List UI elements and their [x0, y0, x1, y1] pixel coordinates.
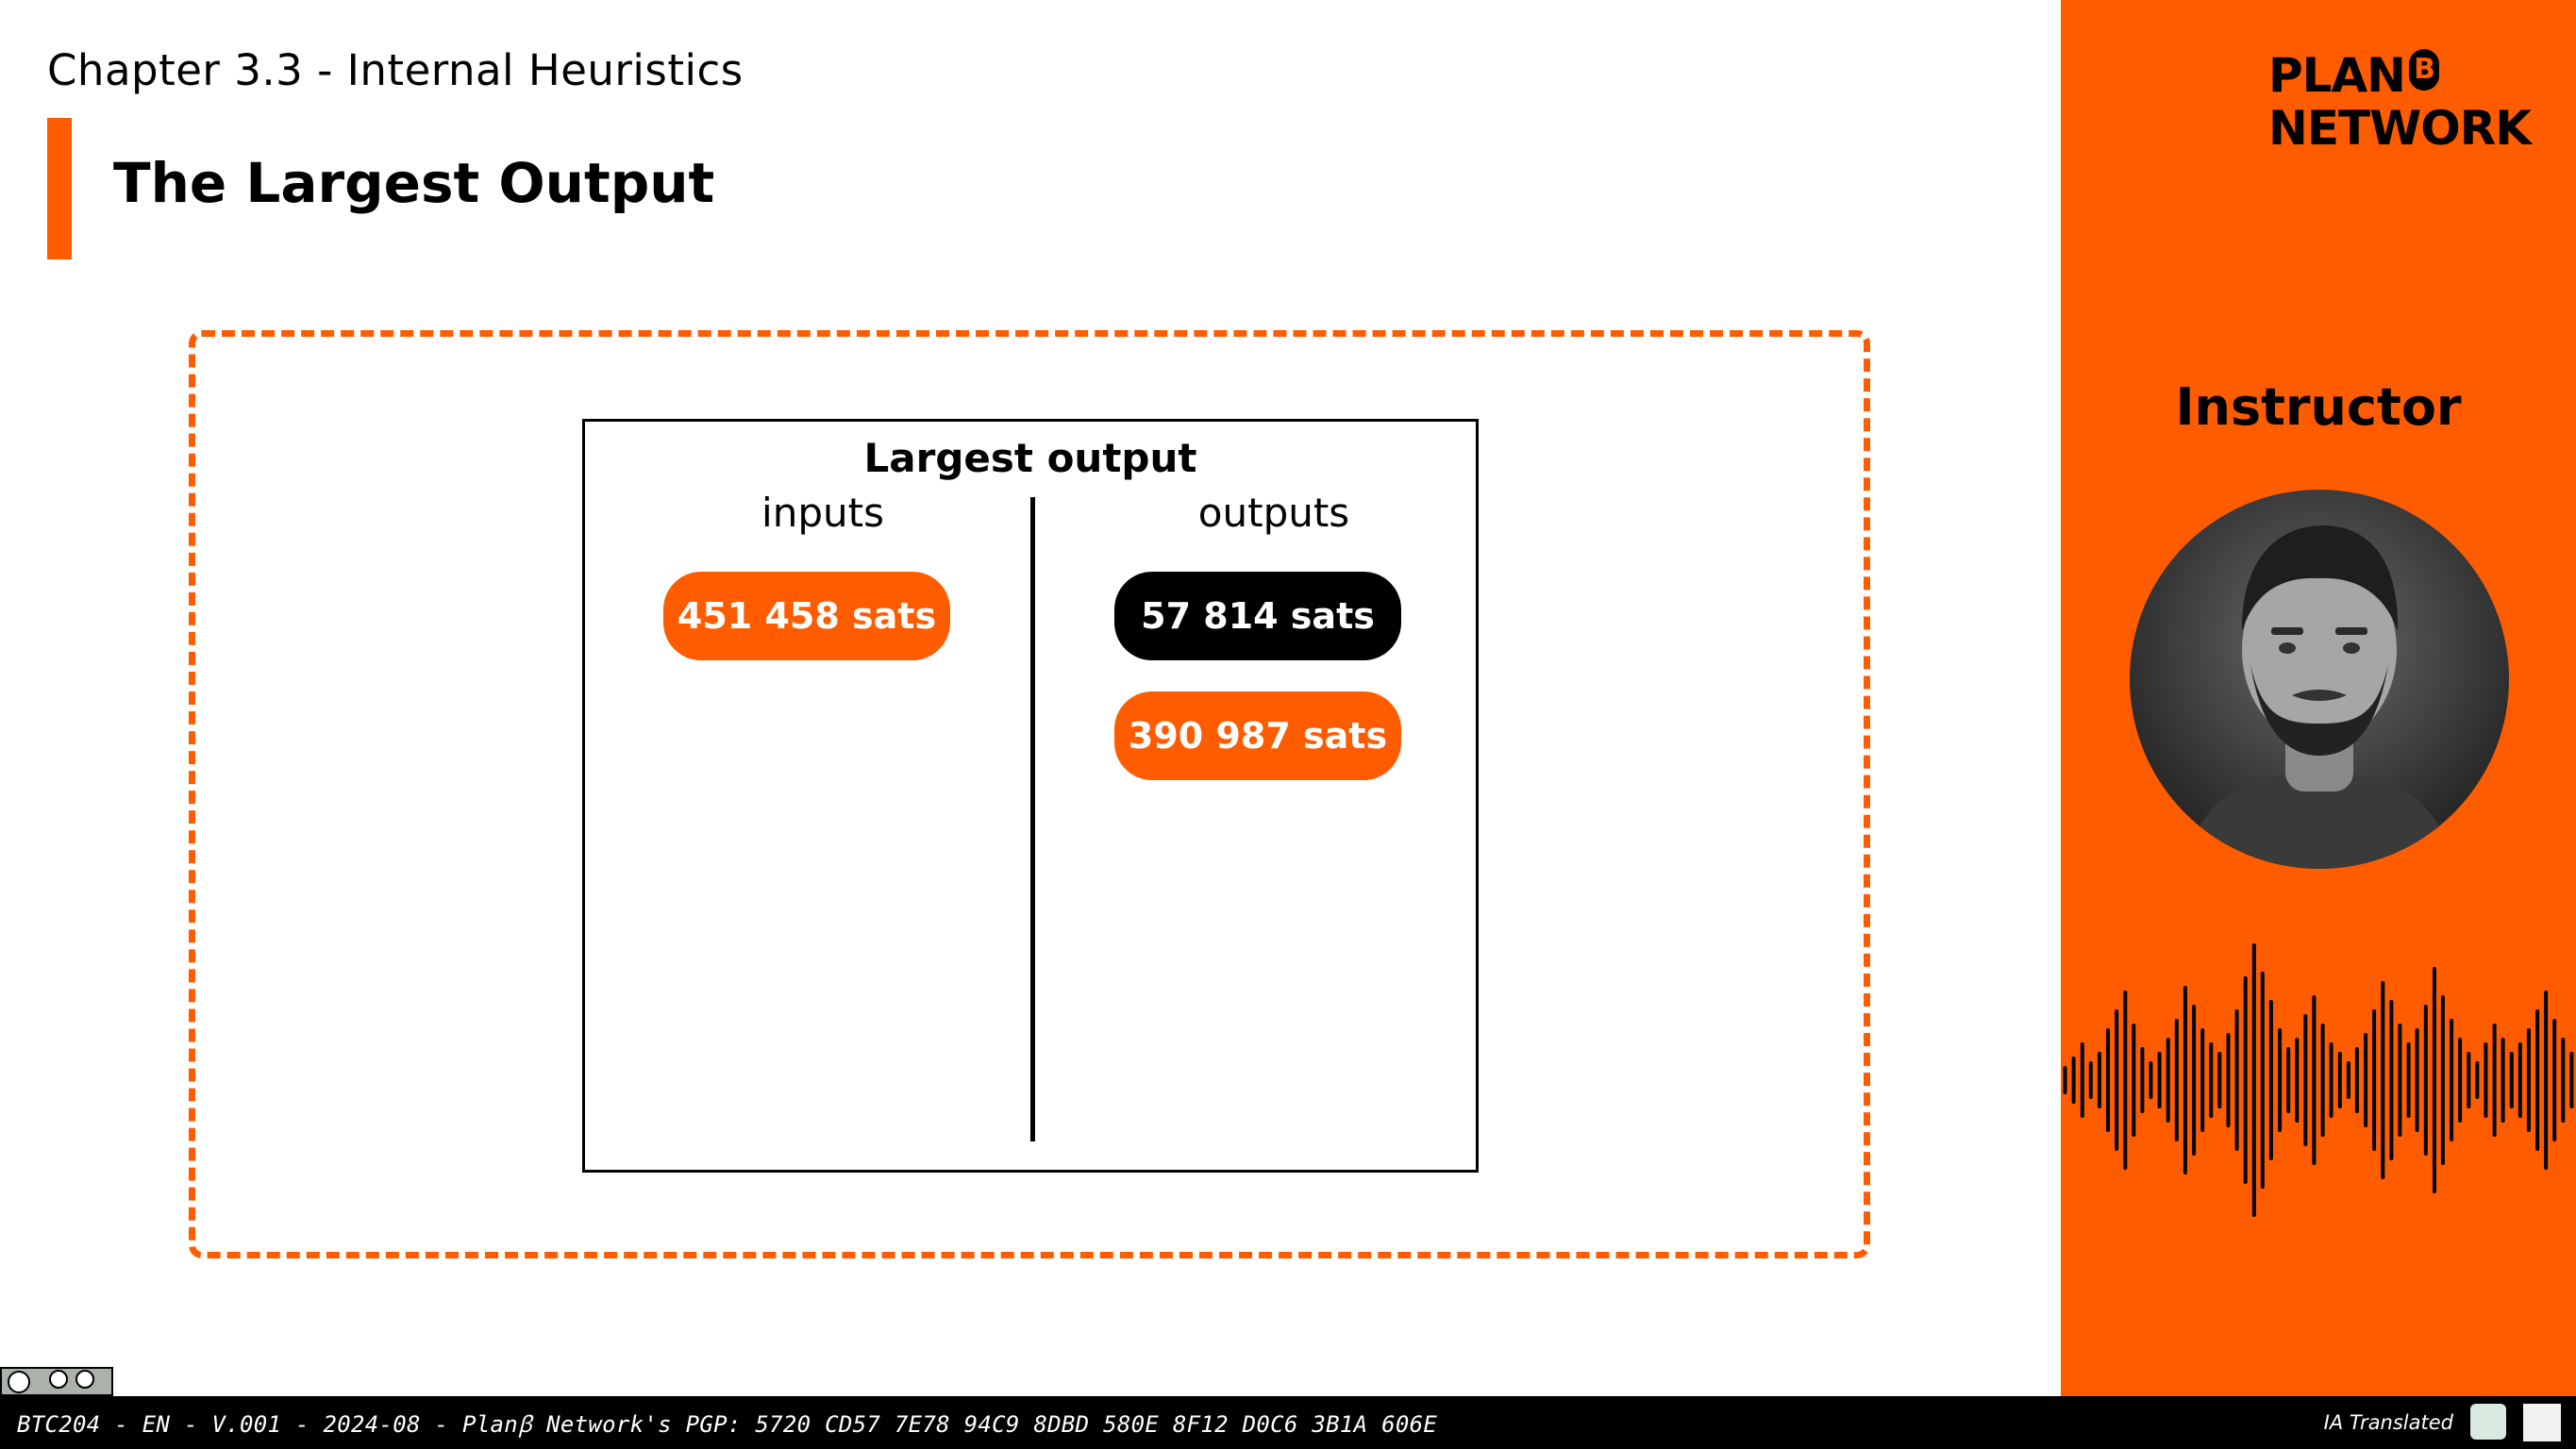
waveform-bar — [2484, 1042, 2488, 1118]
waveform-bar — [2295, 1038, 2300, 1123]
waveform-bar — [2364, 1033, 2368, 1127]
waveform-bar — [2260, 972, 2265, 1189]
footer-meta: BTC204 - EN - V.001 - 2024-08 - Planꞵ Ne… — [17, 1411, 1438, 1438]
waveform-bar — [2183, 986, 2187, 1174]
cc-by-sa-icon — [0, 1367, 113, 1396]
waveform-bar — [2329, 1042, 2333, 1118]
waveform-bar — [2526, 1028, 2531, 1132]
waveform-bar — [2569, 1052, 2574, 1108]
waveform-bar — [2406, 1042, 2411, 1118]
waveform-bar — [2501, 1038, 2505, 1123]
logo-b-badge: B — [2409, 49, 2440, 91]
ia-translated-label: IA Translated — [2323, 1411, 2453, 1434]
waveform-bar — [2132, 1024, 2136, 1137]
instructor-portrait-icon — [2186, 525, 2452, 869]
waveform-bar — [2106, 1028, 2110, 1132]
waveform-bar — [2243, 976, 2248, 1184]
logo-network-text: NETWORK — [2267, 101, 2532, 156]
footer-bar: BTC204 - EN - V.001 - 2024-08 - Planꞵ Ne… — [0, 1396, 2576, 1449]
waveform-bar — [2140, 1047, 2145, 1113]
waveform-bar — [2389, 1000, 2394, 1160]
output-pill-small: 57 814 sats — [1114, 572, 1401, 660]
logo-plan-text: PLAN — [2267, 48, 2406, 103]
waveform-bar — [2286, 1047, 2291, 1113]
transaction-diagram: Largest output inputs outputs 451 458 sa… — [582, 419, 1479, 1173]
waveform-bar — [2217, 1052, 2222, 1108]
waveform-bar — [2320, 1024, 2325, 1137]
waveform-bar — [2415, 1028, 2419, 1132]
waveform-bar — [2372, 1009, 2377, 1151]
waveform-bar — [2346, 1061, 2350, 1099]
outputs-header: outputs — [1197, 490, 1350, 536]
waveform-bar — [2080, 1042, 2084, 1118]
waveform-bar — [2423, 1005, 2428, 1156]
waveform-bar — [2097, 1052, 2101, 1108]
waveform-bar — [2381, 981, 2385, 1179]
waveform-bar — [2149, 1061, 2153, 1099]
output-pill-large: 390 987 sats — [1114, 691, 1401, 780]
instructor-avatar — [2130, 490, 2509, 869]
slide-title: The Largest Output — [113, 151, 715, 215]
waveform-bar — [2192, 1005, 2197, 1156]
waveform-bar — [2552, 1019, 2557, 1141]
waveform-bar — [2174, 1019, 2179, 1141]
waveform-bar — [2063, 1066, 2067, 1094]
waveform-bar — [2278, 1028, 2283, 1132]
waveform-bar — [2226, 1033, 2231, 1127]
waveform-bar — [2509, 1052, 2514, 1108]
diagram-title: Largest output — [863, 435, 1197, 481]
waveform-bar — [2432, 967, 2436, 1193]
waveform-bar — [2209, 1042, 2214, 1118]
dashed-frame — [189, 330, 1870, 1258]
waveform-bar — [2354, 1047, 2359, 1113]
waveform-bar — [2115, 1009, 2119, 1151]
waveform-bar — [2088, 1061, 2093, 1099]
instructor-label: Instructor — [2175, 377, 2462, 437]
waveform-bar — [2337, 1052, 2342, 1108]
waveform-bar — [2123, 991, 2128, 1170]
waveform-bar — [2492, 1024, 2497, 1137]
waveform-bar — [2312, 995, 2317, 1165]
waveform-bar — [2251, 943, 2256, 1217]
waveform-bar — [2561, 1038, 2566, 1123]
waveform-bar — [2234, 1009, 2239, 1151]
waveform-bar — [2200, 1028, 2205, 1132]
openai-icon — [2470, 1404, 2506, 1440]
chapter-heading: Chapter 3.3 - Internal Heuristics — [47, 45, 744, 95]
waveform-bar — [2166, 1038, 2170, 1123]
waveform-bar — [2517, 1042, 2522, 1118]
waveform-bar — [2398, 1024, 2402, 1137]
waveform-bar — [2157, 1052, 2162, 1108]
waveform-bar — [2440, 995, 2445, 1165]
partner-logo-icon — [2523, 1404, 2561, 1441]
waveform-bar — [2475, 1061, 2480, 1099]
audio-waveform — [2063, 943, 2574, 1217]
waveform-bar — [2071, 1057, 2076, 1104]
waveform-bar — [2268, 1000, 2273, 1160]
title-accent-bar — [47, 118, 72, 259]
waveform-bar — [2467, 1052, 2471, 1108]
column-divider — [1030, 497, 1035, 1141]
waveform-bar — [2450, 1019, 2454, 1141]
waveform-bar — [2458, 1038, 2463, 1123]
waveform-bar — [2535, 1009, 2540, 1151]
input-pill: 451 458 sats — [663, 572, 950, 660]
inputs-header: inputs — [761, 490, 884, 536]
waveform-bar — [2544, 991, 2549, 1170]
waveform-bar — [2303, 1014, 2308, 1146]
